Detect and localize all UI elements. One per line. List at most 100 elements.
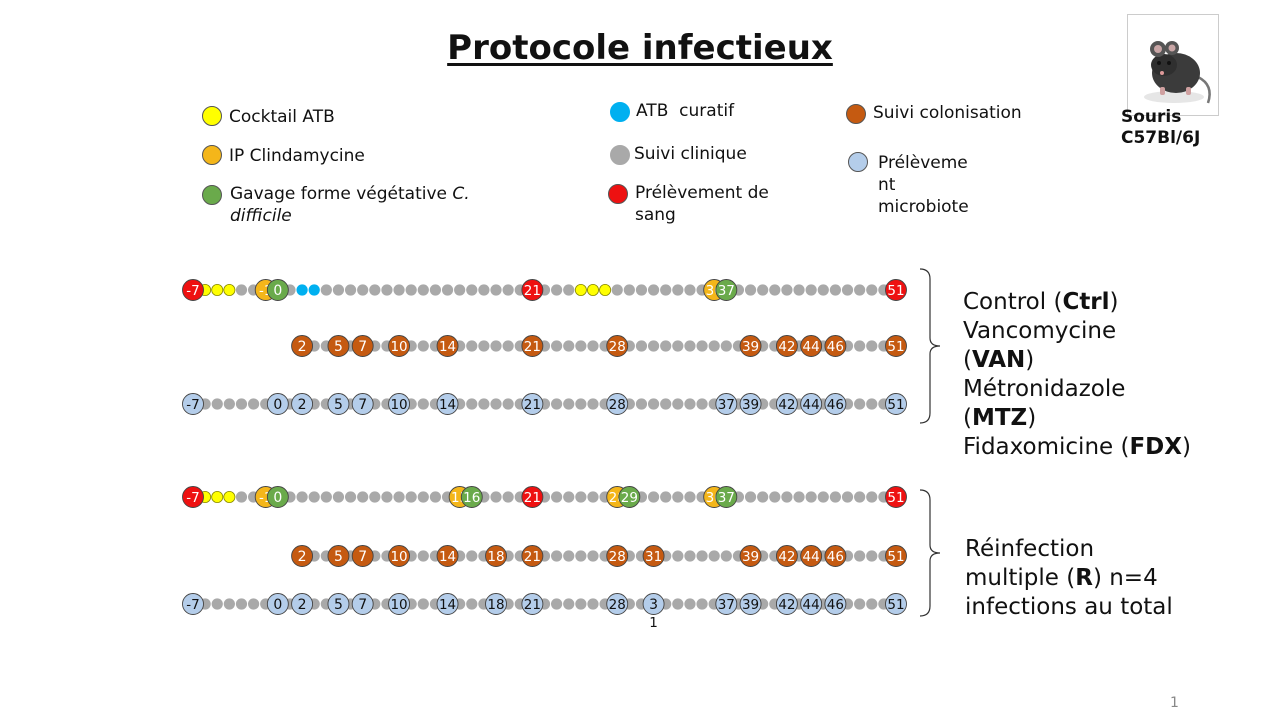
day-marker-label: 14 xyxy=(439,339,456,355)
grey-day-dot xyxy=(478,340,490,352)
grey-day-dot xyxy=(320,284,332,296)
yellow-day-dot xyxy=(211,283,224,296)
red-day-marker xyxy=(182,486,204,508)
grey-day-dot xyxy=(502,340,514,352)
brown-day-marker xyxy=(606,545,629,567)
grey-day-dot xyxy=(793,284,805,296)
grey-day-dot xyxy=(854,598,866,610)
brown-day-marker xyxy=(291,545,314,567)
grey-day-dot xyxy=(696,598,708,610)
brown-day-marker xyxy=(800,545,823,567)
day-marker-label: 0 xyxy=(273,397,282,413)
red-day-marker xyxy=(521,486,544,508)
day-marker-label: 37 xyxy=(718,490,735,506)
green-day-marker xyxy=(618,486,641,508)
day-marker-label: 51 xyxy=(887,597,904,613)
day-marker-label: 39 xyxy=(742,597,759,613)
day-marker-label: 21 xyxy=(524,397,541,413)
grey-day-dot xyxy=(502,284,514,296)
grey-day-dot xyxy=(466,284,478,296)
grey-day-dot xyxy=(866,340,878,352)
grey-day-dot xyxy=(829,284,841,296)
blue-day-dot xyxy=(296,284,308,296)
lightblue-day-marker xyxy=(266,593,289,615)
day-marker-label: 5 xyxy=(334,339,343,355)
grey-day-dot xyxy=(708,340,720,352)
lightblue-day-marker xyxy=(824,593,847,615)
green-dot-icon xyxy=(202,185,222,205)
day-marker-label: 51 xyxy=(887,490,904,506)
grey-day-dot xyxy=(647,398,660,410)
grey-day-dot xyxy=(672,398,684,410)
group-1-line3-c: ) xyxy=(1025,347,1035,373)
grey-day-dot xyxy=(672,491,684,503)
grey-day-dot xyxy=(841,491,854,503)
yellow-day-dot xyxy=(599,283,612,296)
day-marker-label: -7 xyxy=(186,490,199,506)
lightblue-day-marker xyxy=(485,593,507,615)
legend-label: Suivi clinique xyxy=(634,144,747,164)
legend-sang-2: sang xyxy=(635,205,676,225)
group-2-line3: infections au total xyxy=(965,594,1173,620)
day-marker-label: 21 xyxy=(524,490,541,506)
brown-day-marker xyxy=(351,545,374,567)
day-marker-label: 10 xyxy=(390,397,407,413)
grey-day-dot xyxy=(344,284,357,296)
brown-day-marker xyxy=(642,545,665,567)
grey-day-dot xyxy=(575,398,587,410)
day-marker-label: -7 xyxy=(186,283,199,299)
day-marker-label: 28 xyxy=(609,397,626,413)
grey-day-dot xyxy=(417,550,429,562)
day-marker-label: 16 xyxy=(463,490,480,506)
legend-microbiote-3: microbiote xyxy=(878,197,969,217)
grey-day-dot xyxy=(647,284,660,296)
grey-day-dot xyxy=(248,598,260,610)
grey-day-dot xyxy=(757,284,769,296)
group-2-label: Réinfection multiple (R) n=4 infections … xyxy=(965,535,1173,622)
grey-day-dot xyxy=(466,398,478,410)
brown-day-marker xyxy=(521,545,544,567)
grey-day-dot xyxy=(466,550,478,562)
mouse-caption-line1: Souris xyxy=(1121,107,1182,127)
lightblue-day-marker xyxy=(775,393,798,415)
legend-label: ATB curatif xyxy=(636,101,735,121)
grey-day-dot xyxy=(854,398,866,410)
day-marker-label: 31 xyxy=(645,549,662,565)
red-day-marker xyxy=(182,279,204,301)
grey-day-dot xyxy=(235,491,248,503)
grey-day-dot xyxy=(854,284,866,296)
grey-day-dot xyxy=(223,398,235,410)
grey-day-dot xyxy=(866,550,878,562)
lightblue-day-marker xyxy=(606,593,629,615)
legend-label: Cocktail ATB xyxy=(229,107,335,127)
grey-day-dot xyxy=(744,284,757,296)
group-1-line6-a: Fidaxomicine ( xyxy=(963,434,1130,460)
grey-day-dot xyxy=(587,598,599,610)
legend-label: Prélèvement de sang xyxy=(635,182,835,226)
grey-day-dot xyxy=(454,284,466,296)
day-marker-label: 18 xyxy=(487,549,504,565)
grey-day-dot xyxy=(563,598,575,610)
grey-day-dot xyxy=(551,550,563,562)
grey-day-dot xyxy=(551,598,563,610)
day-marker-label: 42 xyxy=(778,397,795,413)
grey-day-dot xyxy=(478,284,490,296)
lightblue-day-marker xyxy=(327,593,350,615)
grey-day-dot xyxy=(793,491,805,503)
grey-dot-icon xyxy=(610,145,630,165)
day-marker-label: 28 xyxy=(609,549,626,565)
group-1-line1-c: ) xyxy=(1109,289,1119,315)
day-marker-label: 0 xyxy=(273,490,282,506)
grey-day-dot xyxy=(405,491,417,503)
brown-day-marker xyxy=(351,335,374,357)
grey-day-dot xyxy=(696,340,708,352)
grey-day-dot xyxy=(417,284,429,296)
day-marker-label: 3 xyxy=(649,597,658,613)
grey-day-dot xyxy=(393,284,405,296)
grey-day-dot xyxy=(441,284,454,296)
grey-day-dot xyxy=(211,598,223,610)
grey-day-dot xyxy=(211,398,223,410)
day-marker-label: 2 xyxy=(298,597,307,613)
brown-day-marker xyxy=(800,335,823,357)
